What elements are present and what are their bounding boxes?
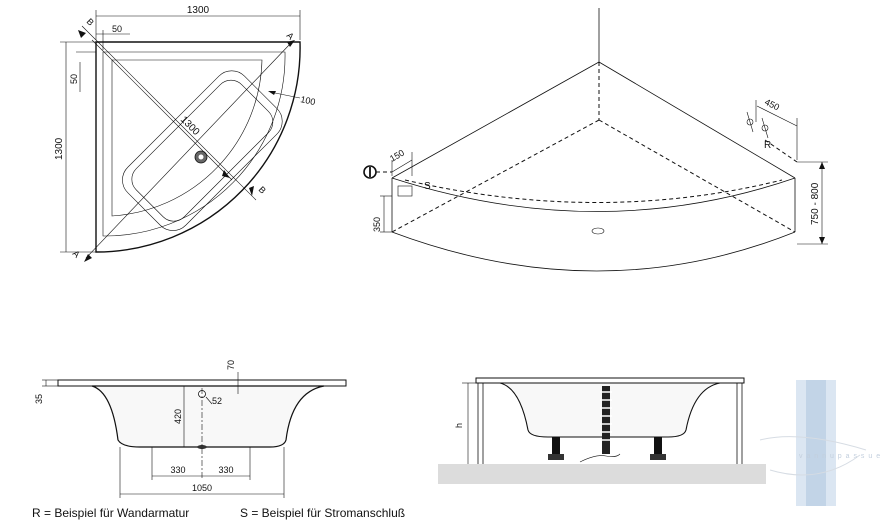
section-b-bottom-label: B <box>257 184 268 195</box>
section-arrow-b-top <box>78 30 86 38</box>
watermark-text: v a n n u p a s s u e <box>799 453 881 460</box>
section-view: 70 35 420 52 330 330 1050 <box>34 360 347 498</box>
side-view: h <box>438 377 766 484</box>
faucet-height-dimension: 750 - 800 <box>810 182 821 225</box>
section-a-bottom-label: A <box>71 248 82 259</box>
top-view: B B A A 1300 50 50 1300 100 1300 <box>54 5 316 262</box>
socket-label: S <box>424 181 431 192</box>
faucet-left-icon <box>746 118 754 126</box>
section-arrow-b-bottom <box>249 186 254 196</box>
section-b-top-label: B <box>85 16 96 27</box>
section-line-b <box>81 25 257 201</box>
margin-left-dimension: 50 <box>69 74 79 84</box>
top-view-outer-outline <box>95 41 301 253</box>
leg-offset-left-dimension: 330 <box>170 465 185 475</box>
diagonal-dim-line <box>91 39 233 181</box>
section-a-top-label: A <box>285 30 296 41</box>
drain-icon <box>591 227 605 235</box>
floor <box>438 464 766 484</box>
overflow-offset-dimension: 52 <box>212 396 222 406</box>
section-line-a <box>85 43 291 259</box>
drain-assembly <box>602 386 610 454</box>
section-arrow-a-top <box>287 40 295 47</box>
height-dimension: h <box>454 423 464 428</box>
perspective-view: S 150 350 R 450 750 - 800 <box>363 8 828 272</box>
socket-offset-dimension: 150 <box>388 148 406 164</box>
overflow-depth-dimension: 70 <box>226 360 236 370</box>
top-view-inner-rim <box>102 51 286 237</box>
leg-offset-right-dimension: 330 <box>218 465 233 475</box>
margin-top-dimension: 50 <box>112 24 122 34</box>
diagonal-dimension: 1300 <box>178 114 202 138</box>
rim-width-dimension: 100 <box>300 94 317 107</box>
bottom-width-dimension: 1050 <box>192 483 212 493</box>
right-foot <box>654 437 662 455</box>
section-basin <box>91 385 325 448</box>
power-socket-icon <box>397 185 413 197</box>
socket-height-dimension: 350 <box>372 217 382 232</box>
legend-s: S = Beispiel für Stromanschluß <box>240 506 406 520</box>
top-width-dimension: 1300 <box>187 5 210 16</box>
basin-depth-dimension: 420 <box>173 409 183 424</box>
faucet-spacing-dimension: 450 <box>763 97 781 113</box>
faucet-label: R <box>764 140 771 151</box>
top-view-basin <box>111 59 263 217</box>
left-foot <box>552 437 560 455</box>
rim-thickness-dimension: 35 <box>34 394 44 404</box>
left-height-dimension: 1300 <box>54 137 65 160</box>
legend-r: R = Beispiel für Wandarmatur <box>32 506 190 520</box>
section-rim <box>57 379 347 387</box>
faucet-right-icon <box>761 124 769 132</box>
watermark-logo: v a n n u p a s s u e <box>759 380 881 506</box>
section-arrow-a-bottom <box>84 254 92 262</box>
